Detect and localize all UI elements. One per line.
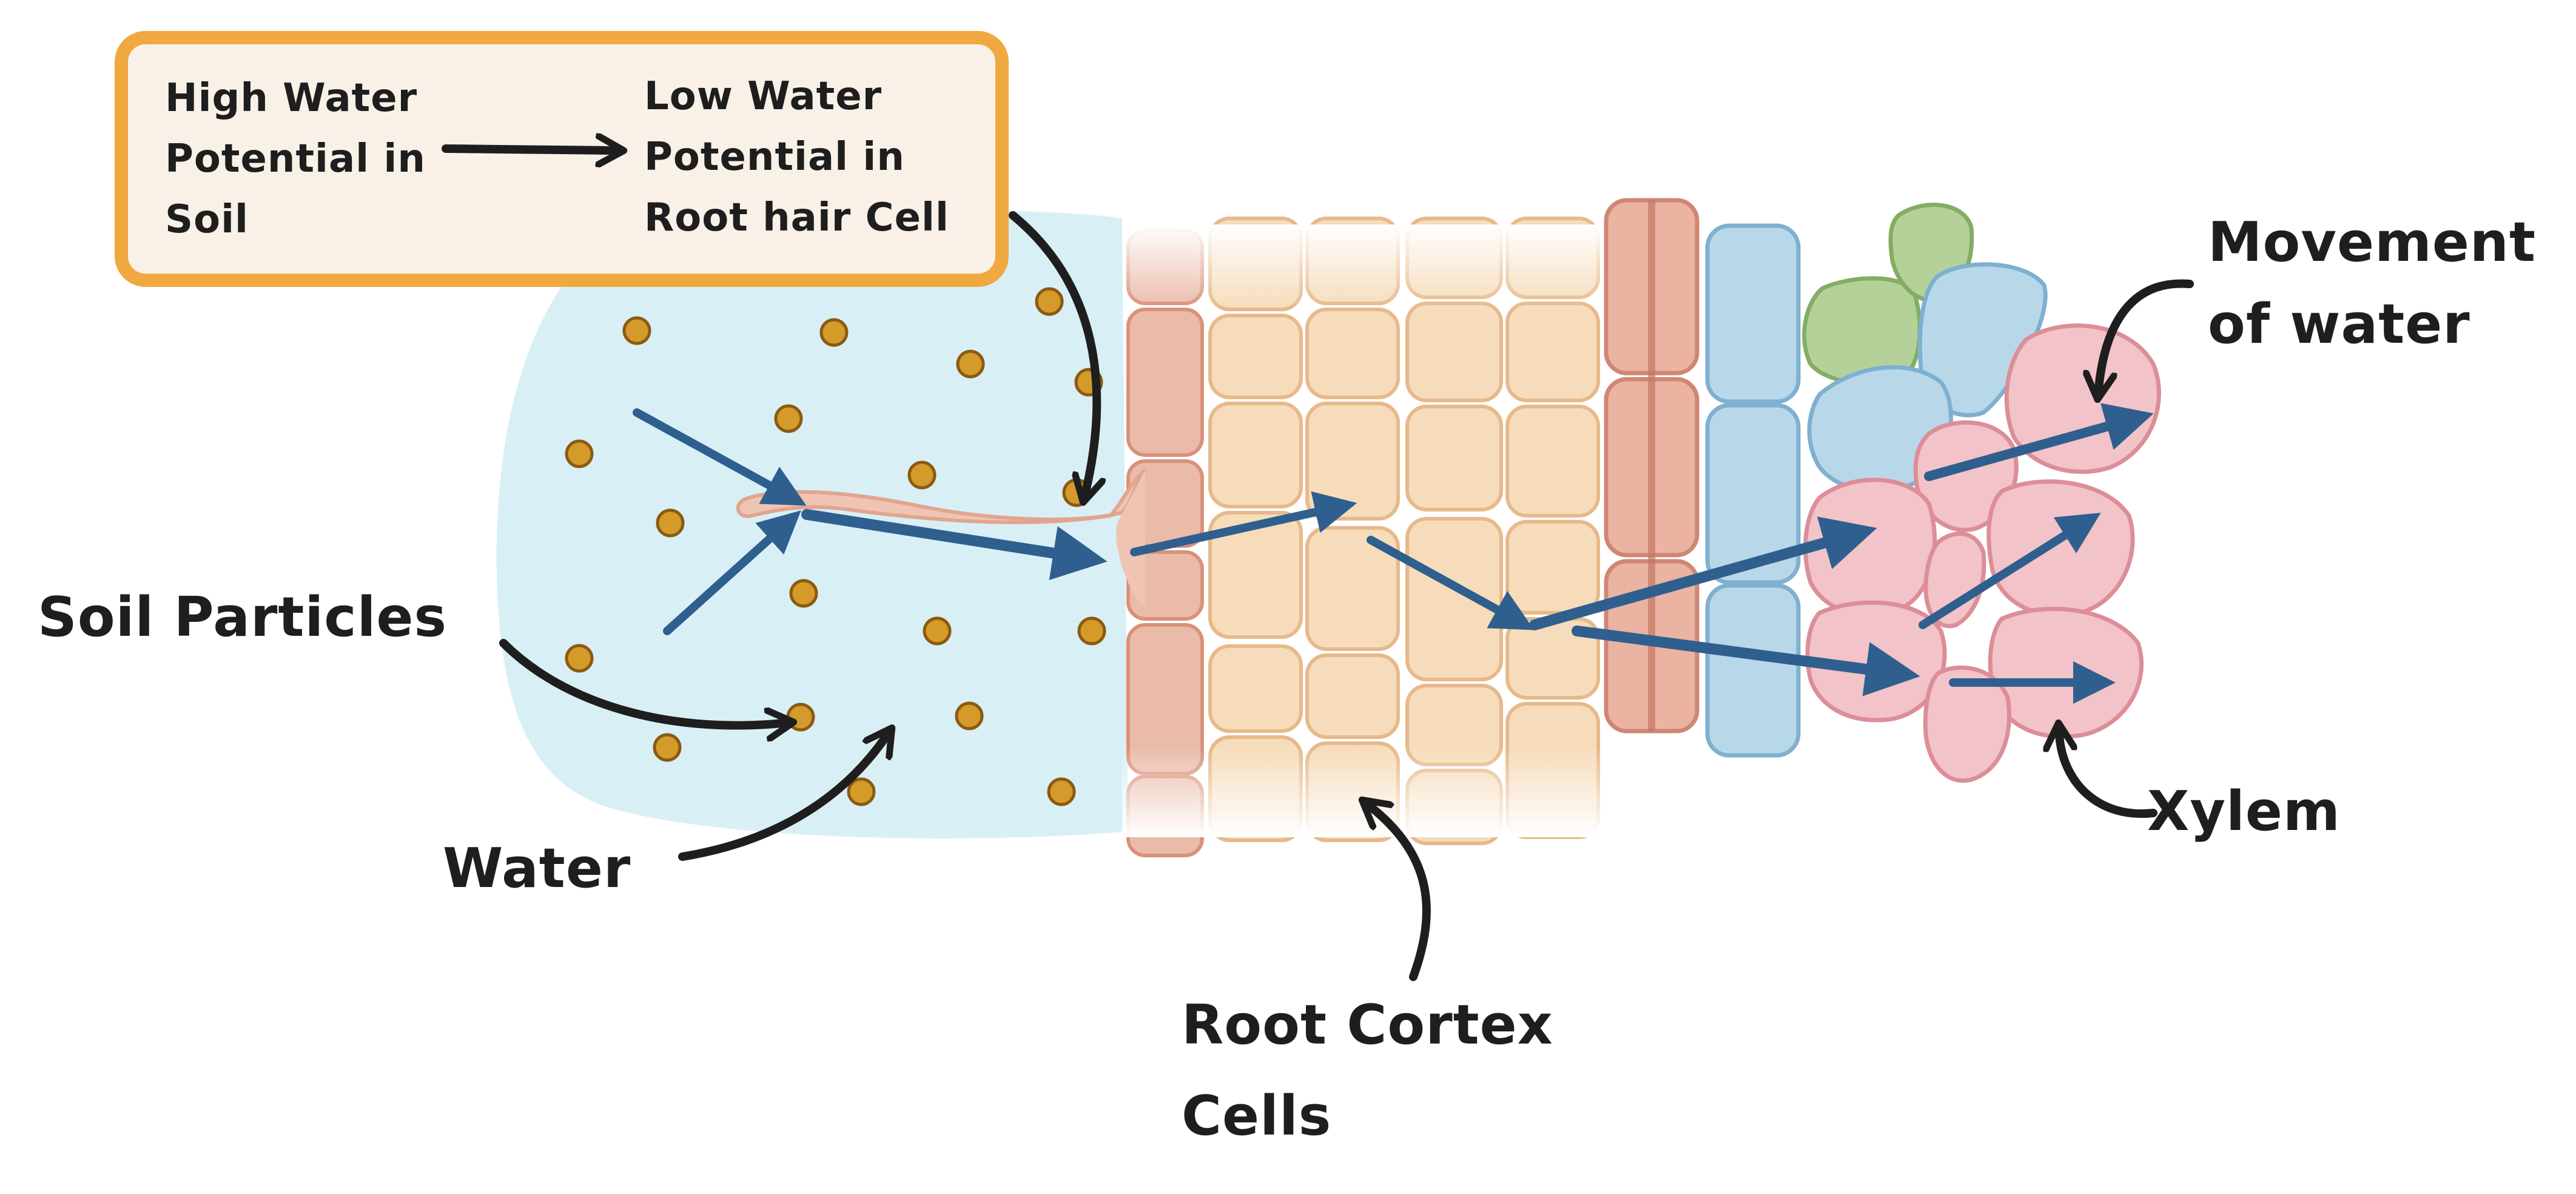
water-region <box>496 211 1128 838</box>
soil-particle <box>847 777 876 806</box>
soil-particle <box>1047 777 1076 806</box>
cortex-cell <box>1305 402 1400 521</box>
legend-right-line-2: Potential in <box>644 135 905 180</box>
soil-particles-arrow <box>499 639 782 726</box>
epidermis-cell <box>1126 550 1204 621</box>
cortex-cell <box>1305 653 1400 739</box>
vascular-cell <box>1917 262 2048 417</box>
soil-particle <box>819 318 849 347</box>
pericycle-cell <box>1705 403 1801 585</box>
water-flow-arrows <box>633 403 2154 704</box>
soil-particle <box>789 579 818 608</box>
cortex-cell <box>1405 302 1503 402</box>
cortex-cell <box>1208 644 1303 733</box>
legend-left-line-3: Soil <box>165 197 249 242</box>
root-cortex-label-line-1: Root Cortex <box>1182 993 1553 1057</box>
soil-particle <box>1035 287 1064 316</box>
xylem-arrow <box>2059 734 2157 818</box>
water-flow-arrow <box>633 408 807 506</box>
root-cortex-arrow <box>1371 807 1431 981</box>
bottom-fade <box>1122 746 1613 837</box>
legend-to-root-hair-arrow <box>1009 211 1097 491</box>
water-flow-arrow <box>1367 536 1535 630</box>
xylem-cell <box>1988 607 2144 739</box>
xylem-cell <box>1986 479 2135 618</box>
cortex-cell <box>1208 402 1303 508</box>
soil-particles-label: Soil Particles <box>38 585 447 649</box>
pericycle-cell <box>1705 223 1801 404</box>
cortex-cell <box>1305 308 1400 399</box>
movement-of-water-arrow <box>2099 279 2194 388</box>
cortex-cell <box>1208 511 1303 639</box>
root-hair-base <box>1116 470 1145 607</box>
xylem-cell <box>1913 420 2019 532</box>
soil-particle <box>565 644 594 673</box>
soil-particle <box>565 439 594 468</box>
soil-particle <box>907 460 937 490</box>
water-flow-arrow <box>1130 491 1357 556</box>
soil-particle <box>956 349 985 379</box>
movement-label-line-1: Movement <box>2208 211 2536 274</box>
legend-left-line-2: Potential in <box>165 137 426 181</box>
legend-arrow <box>442 149 613 150</box>
root-cortex-label-line-2: Cells <box>1182 1084 1331 1148</box>
water-flow-arrow <box>663 510 801 635</box>
cortex-cell <box>1405 405 1503 511</box>
soil-particle <box>786 703 815 732</box>
water-flow-arrow <box>801 509 1108 581</box>
soil-particle <box>622 316 651 345</box>
water-flow-arrow <box>1572 626 1920 696</box>
xylem-cell <box>1923 531 1986 629</box>
root-hair <box>736 468 1147 524</box>
soil-particles <box>565 287 1106 806</box>
water-flow-arrow <box>1919 513 2101 629</box>
legend-right-line-3: Root hair Cell <box>644 195 949 240</box>
water-arrow <box>678 737 886 861</box>
endodermis-cells <box>1604 198 1700 734</box>
cortex-cell <box>1505 520 1600 615</box>
water-flow-arrow <box>1529 516 1877 630</box>
epidermis-cell <box>1126 308 1204 457</box>
water-flow-arrow <box>1924 403 2154 481</box>
vascular-cluster <box>1802 203 2161 783</box>
cortex-cell <box>1405 517 1503 681</box>
legend-box: High Water Potential in Soil Low Water P… <box>115 31 1009 287</box>
soil-particle <box>653 733 682 762</box>
soil-particle <box>923 616 952 646</box>
xylem-label: Xylem <box>2147 780 2341 843</box>
movement-label-line-2: of water <box>2208 292 2470 356</box>
pericycle-cell <box>1705 583 1801 758</box>
legend-right-line-1: Low Water <box>644 74 882 119</box>
cortex-cell <box>1505 405 1600 518</box>
cortex-cell <box>1505 302 1600 402</box>
water-label: Water <box>443 837 631 900</box>
soil-particle <box>774 404 803 433</box>
legend-box-frame <box>115 31 1009 287</box>
top-fade <box>1122 224 1613 309</box>
xylem-cell <box>1923 665 2011 783</box>
root-cortex-cells <box>1208 217 1600 845</box>
cortex-cell <box>1208 314 1303 399</box>
soil-particle <box>1077 616 1106 646</box>
annotation-arrows <box>499 211 2194 981</box>
soil-particle <box>656 508 685 538</box>
soil-particle <box>955 701 984 730</box>
legend-left-line-1: High Water <box>165 76 417 121</box>
pericycle-cells <box>1705 223 1801 758</box>
